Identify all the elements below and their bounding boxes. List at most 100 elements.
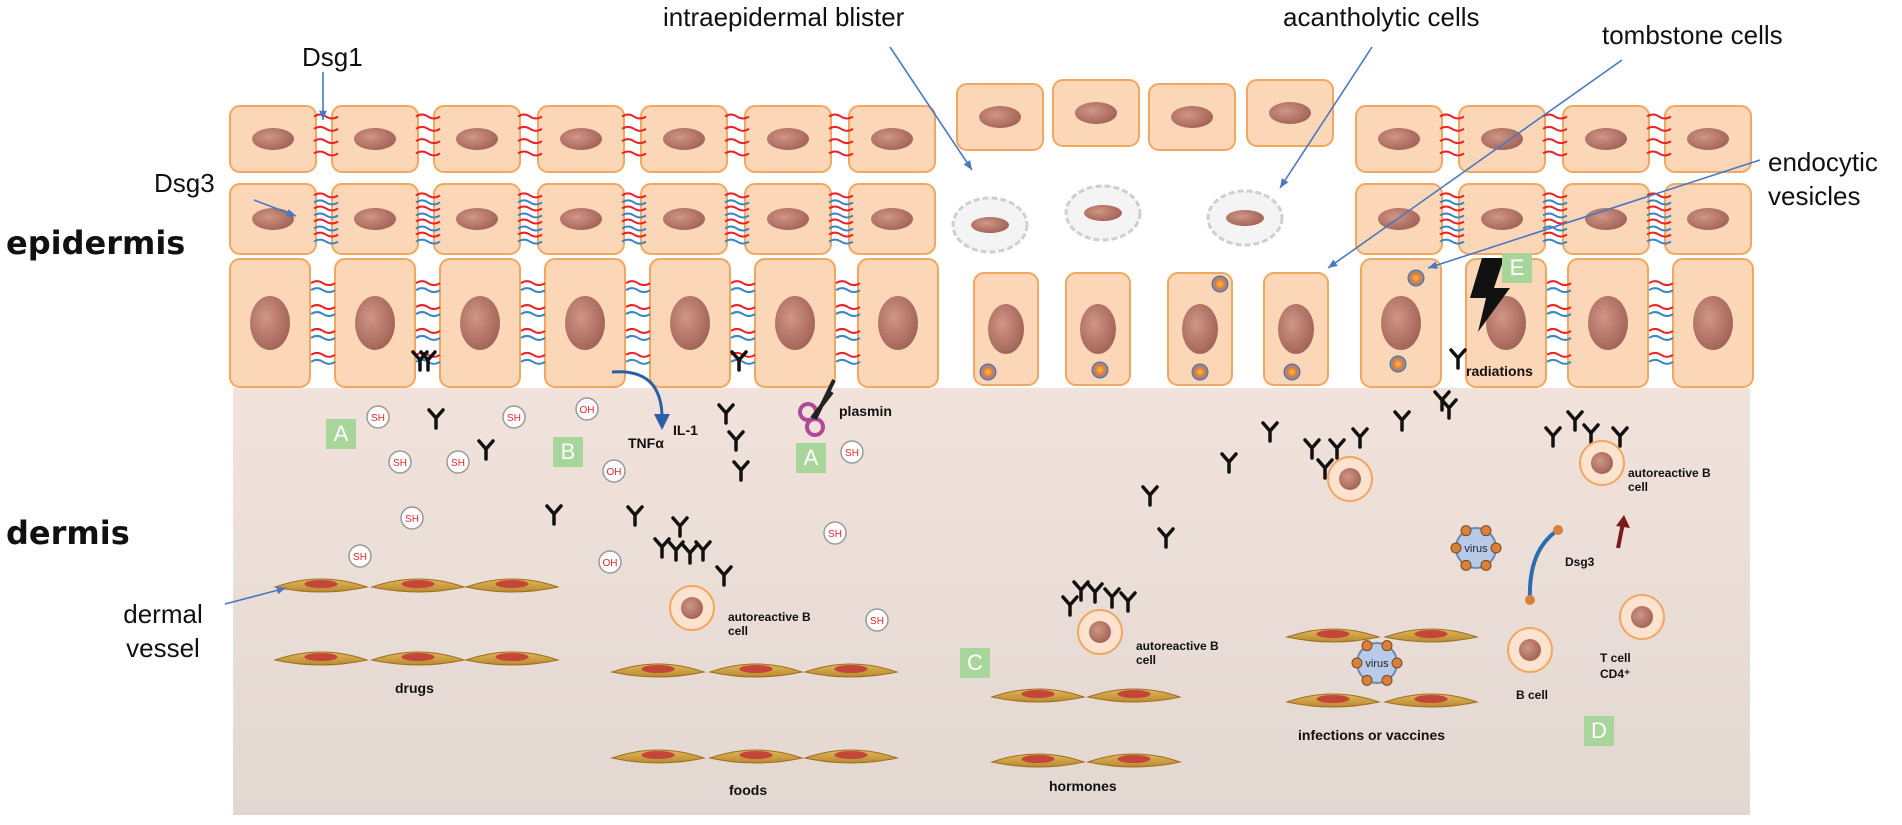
endothelial-nucleus [739, 665, 773, 673]
desmosome-junction [517, 192, 543, 245]
endothelial-nucleus [834, 665, 868, 673]
endothelial-nucleus [641, 665, 675, 673]
dsg1-strand [415, 231, 441, 238]
keratinocyte [1246, 79, 1334, 147]
dsg1-strand [517, 218, 543, 225]
keratinocyte [1360, 258, 1442, 388]
oh-molecule: OH [602, 459, 626, 483]
nucleus [565, 296, 605, 350]
keratinocyte [433, 183, 521, 255]
endothelial-nucleus [1021, 755, 1055, 763]
virus-free: virus [1450, 525, 1502, 571]
dsg1-strand [1542, 113, 1568, 120]
dsg1-strand [1546, 327, 1572, 334]
autoreactive-b-cell [1579, 440, 1625, 486]
antibody [653, 537, 671, 559]
dsg1-strand [621, 231, 647, 238]
antibody [1119, 591, 1137, 613]
dsg1-strand [1648, 351, 1674, 358]
dsg1-strand [313, 125, 339, 132]
dsg3-strand [415, 238, 441, 245]
dsg3-strand [1439, 199, 1465, 206]
dsg3-strand [1646, 225, 1672, 232]
molecule-text: SH [371, 413, 385, 424]
dsg1-strand [1439, 218, 1465, 225]
endothelial-cell [610, 663, 706, 678]
nucleus [1481, 208, 1523, 230]
antibody [727, 430, 745, 452]
dsg1-strand [1542, 192, 1568, 199]
dsg1-strand [313, 138, 339, 145]
dsg3-strand [1542, 225, 1568, 232]
nucleus [1687, 128, 1729, 150]
dsg3-strand [1546, 334, 1572, 341]
epidermis-label: epidermis [6, 224, 186, 262]
sh-molecule: SH [823, 521, 847, 545]
dsg3-antigen-cap [1525, 595, 1535, 605]
desmosome-junction [1439, 192, 1465, 245]
antibody [1261, 421, 1279, 443]
virus-spike [1351, 657, 1363, 669]
nucleus [252, 128, 294, 150]
dsg1-strand [415, 218, 441, 225]
b-cell [1507, 627, 1553, 673]
lightning-bolt-icon [1470, 258, 1510, 332]
dsg1-strand [1546, 351, 1572, 358]
foods-label: foods [729, 782, 768, 798]
antibody [715, 565, 733, 587]
virus-text: virus [1365, 658, 1389, 670]
virus-spike [1381, 640, 1393, 652]
dsg3-strand [1546, 311, 1572, 318]
scissors-icon [810, 379, 836, 420]
dsg1-strand [517, 150, 543, 157]
b-cell-label: B cell [1516, 688, 1549, 702]
nucleus [871, 208, 913, 230]
pointer-head [276, 586, 286, 595]
desmosome-junction [621, 113, 647, 157]
endothelial-nucleus [401, 580, 435, 588]
keratinocyte [754, 258, 836, 388]
dsg3-strand [310, 311, 336, 318]
desmosome-junction [1646, 113, 1672, 157]
desmosome-junction [415, 192, 441, 245]
endocytic-vesicle [1191, 363, 1209, 381]
endocytic-vesicle [979, 363, 997, 381]
dsg1-strand [1546, 280, 1572, 287]
nucleus [663, 208, 705, 230]
endothelial-nucleus [739, 751, 773, 759]
nucleus [775, 296, 815, 350]
nucleus [1269, 102, 1311, 124]
endothelial-cell [370, 578, 466, 593]
autoreactive-b-cell [1077, 609, 1123, 655]
desmosome-junction [520, 280, 546, 365]
dsg1-strand [730, 327, 756, 334]
desmosome-junction [517, 113, 543, 157]
pointer-head [319, 110, 327, 120]
nucleus [1378, 208, 1420, 230]
nucleus [1080, 304, 1116, 354]
keratinocyte [1355, 183, 1443, 255]
endothelial-cell [464, 651, 560, 666]
dsg1-strand [1542, 138, 1568, 145]
dsg1-strand [313, 150, 339, 157]
endothelial-nucleus [1117, 755, 1151, 763]
antibody [1086, 582, 1104, 604]
dsg1-strand [1646, 205, 1672, 212]
nucleus [979, 106, 1021, 128]
dsg1-strand [1439, 150, 1465, 157]
keratinocyte [744, 105, 832, 173]
endothelial-cell [370, 651, 466, 666]
dsg3-strand [1648, 287, 1674, 294]
cell-nucleus [1591, 452, 1613, 474]
dsg3-strand [313, 199, 339, 206]
keratinocyte [848, 183, 936, 255]
dsg1-strand [517, 192, 543, 199]
dsg3-antigen-cap [1553, 525, 1563, 535]
desmosome-junction [1546, 280, 1572, 365]
dsg1-strand [313, 205, 339, 212]
endothelial-cell [273, 651, 369, 666]
nucleus [1226, 210, 1264, 226]
dsg1-strand [1646, 113, 1672, 120]
dsg3-strand [313, 225, 339, 232]
nucleus [1182, 304, 1218, 354]
